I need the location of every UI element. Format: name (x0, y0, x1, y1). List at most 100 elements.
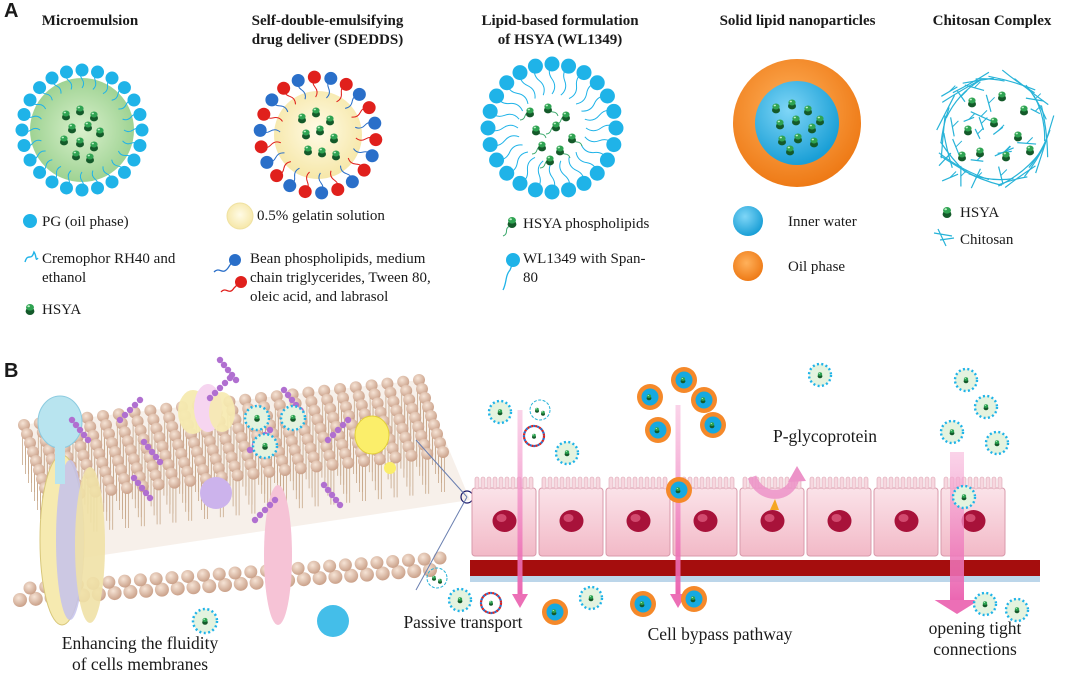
hsya-molecule (680, 377, 686, 384)
hsya-molecule (817, 372, 823, 379)
hsya-molecule (646, 394, 652, 401)
glycan-bead (266, 426, 274, 434)
hsya-icon (25, 304, 35, 315)
pg-droplet (133, 139, 147, 153)
pg-droplet (17, 107, 31, 121)
lipid-head (375, 566, 390, 581)
hsya-molecule (538, 141, 546, 152)
lipid-head (165, 571, 179, 585)
pg-droplet (23, 153, 37, 167)
chitosan-particle (426, 567, 448, 589)
legend-oil-phase: Oil phase (788, 259, 846, 275)
glycan-bead (256, 511, 264, 519)
bean-phospholipid-icon (213, 254, 247, 293)
p-glycoprotein-icon (770, 499, 779, 510)
legend-chitosan-hsya: HSYA (960, 205, 1000, 221)
lipid-head (247, 467, 260, 480)
glycan-bead (246, 446, 254, 454)
lipid-head (13, 593, 27, 607)
lipid-head (168, 476, 181, 489)
transport-arrow-shaft (517, 410, 523, 594)
glycan-bead (339, 421, 347, 429)
channel-protein (209, 392, 235, 432)
phospholipid-head (307, 70, 321, 84)
phospholipid-head (331, 183, 345, 197)
pg-droplet (105, 175, 119, 189)
lipid-head (139, 583, 154, 598)
phospholipid-head (283, 179, 297, 193)
hsya-molecule (1014, 607, 1020, 614)
span80-head (589, 75, 605, 91)
glycan-bead (251, 516, 259, 524)
lipid-head (218, 578, 232, 592)
span80-head (512, 175, 528, 191)
glycan-bead (284, 391, 292, 399)
hsya-molecule (690, 596, 696, 603)
lipid-head (359, 567, 374, 582)
pg-droplet (15, 123, 29, 137)
inner-water-icon (733, 206, 763, 236)
hsya-molecule (298, 113, 306, 124)
glycan-bead (336, 501, 344, 509)
lipid-head (28, 591, 43, 606)
glycan-bead (76, 426, 84, 434)
lipid-head (123, 584, 138, 599)
glycan-bead (142, 489, 150, 497)
oil-phase-icon (733, 251, 763, 281)
hsya-molecule (546, 155, 554, 166)
glycan-bead (324, 436, 332, 444)
glycan-bead (144, 443, 152, 451)
phospholipid-head (368, 116, 382, 130)
glycan-bead (266, 501, 274, 509)
pg-droplet (91, 65, 105, 79)
span80-head (482, 137, 498, 153)
hsya-molecule (958, 151, 966, 162)
glycan-bead (138, 484, 146, 492)
glycan-bead (329, 431, 337, 439)
hsya-phospholipid-icon (502, 217, 517, 237)
globular-protein (317, 605, 349, 637)
lipid-head (23, 581, 37, 595)
hsya-molecule (330, 133, 338, 144)
hsya-molecule (25, 304, 35, 315)
lipid-head (102, 575, 116, 589)
hsya-molecule (332, 150, 340, 161)
pg-droplet (127, 93, 141, 107)
hsya-molecule (778, 135, 786, 146)
hsya-molecule (808, 123, 816, 134)
caption-tight-line2: connections (933, 639, 1017, 659)
lipid-head (310, 460, 323, 473)
lipid-head (294, 462, 307, 475)
glycan-bead (206, 394, 214, 402)
glycan-bead (232, 376, 240, 384)
phospholipid-head (339, 77, 353, 91)
glycan-bead (84, 436, 92, 444)
span80-head (499, 165, 515, 181)
wl1349-span80-icon (502, 253, 520, 291)
lipid-head (249, 575, 264, 590)
span80-head (599, 88, 615, 104)
hsya-molecule (1014, 131, 1022, 142)
lipid-head (118, 574, 132, 588)
chitosan-icon (933, 228, 955, 247)
pg-icon (23, 214, 37, 228)
glycan-bead (224, 366, 232, 374)
phospholipid-head (291, 73, 305, 87)
glycan-bead (280, 386, 288, 394)
hsya-molecule (72, 150, 80, 161)
panel-a-label: A (4, 0, 19, 22)
phospholipid-head (365, 149, 379, 163)
span80-head (561, 58, 577, 74)
lipid-head (307, 560, 321, 574)
lipid-head (354, 557, 368, 571)
legend-pg: PG (oil phase) (42, 214, 129, 230)
caption-tight-line1: opening tight (928, 618, 1022, 638)
phospholipid-head (324, 71, 338, 85)
hsya-molecule (562, 111, 570, 122)
span80-head (576, 175, 592, 191)
glycan-bead (140, 438, 148, 446)
pg-droplet (45, 71, 59, 85)
legend-hsya-phospholipids: HSYA phospholipids (523, 216, 650, 232)
legend-wl1349-line2: 80 (523, 270, 538, 286)
